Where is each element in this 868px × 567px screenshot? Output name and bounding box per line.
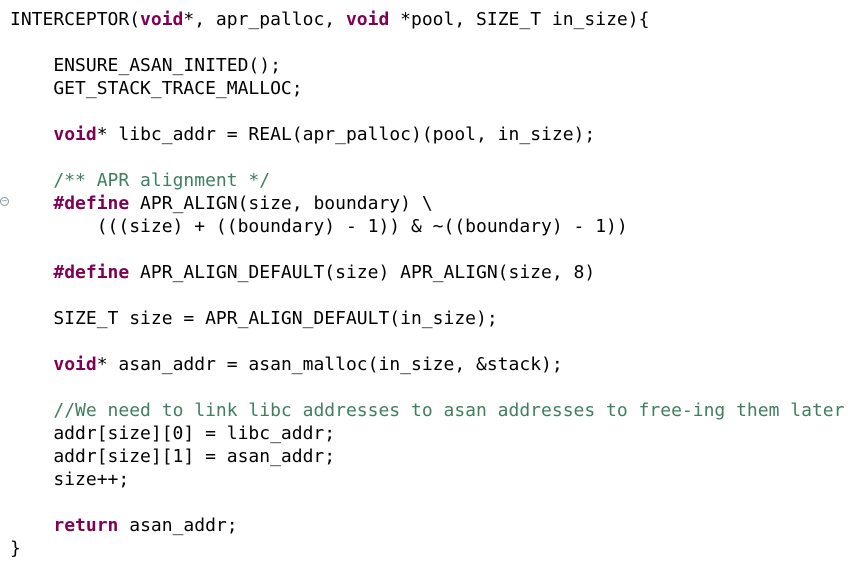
code-keyword: void xyxy=(53,124,97,145)
code-text: *pool, SIZE_T in_size){ xyxy=(389,9,650,30)
code-text: SIZE_T size = APR_ALIGN_DEFAULT(in_size)… xyxy=(10,308,498,329)
code-text: GET_STACK_TRACE_MALLOC; xyxy=(10,78,303,99)
code-text: (((size) + ((boundary) - 1)) & ~((bounda… xyxy=(10,216,628,237)
code-text: asan_addr; xyxy=(118,515,238,536)
fold-collapse-icon[interactable]: − xyxy=(0,197,9,206)
code-text: size++; xyxy=(10,469,130,490)
code-keyword: void xyxy=(53,354,97,375)
code-text: * libc_addr = REAL(apr_palloc)(pool, in_… xyxy=(96,124,596,145)
code-line: addr[size][1] = asan_addr; xyxy=(10,445,335,468)
code-text: ENSURE_ASAN_INITED(); xyxy=(10,55,281,76)
code-keyword: return xyxy=(53,515,119,536)
code-comment: /** APR alignment */ xyxy=(53,170,271,191)
code-comment: //We need to link libc addresses to asan… xyxy=(53,400,845,421)
code-text: * asan_addr = asan_malloc(in_size, &stac… xyxy=(96,354,563,375)
code-line: //We need to link libc addresses to asan… xyxy=(10,399,844,422)
code-line: GET_STACK_TRACE_MALLOC; xyxy=(10,77,303,100)
code-line: #define APR_ALIGN_DEFAULT(size) APR_ALIG… xyxy=(10,261,595,284)
code-keyword: void xyxy=(345,9,390,30)
code-line: /** APR alignment */ xyxy=(10,169,270,192)
code-text: addr[size][0] = libc_addr; xyxy=(10,423,336,444)
code-text xyxy=(10,515,53,536)
code-keyword: #define xyxy=(53,262,130,283)
code-line: return asan_addr; xyxy=(10,514,238,537)
code-keyword: void xyxy=(140,9,184,30)
code-text: addr[size][1] = asan_addr; xyxy=(10,446,336,467)
code-line: size++; xyxy=(10,468,129,491)
code-text: APR_ALIGN_DEFAULT(size) APR_ALIGN(size, … xyxy=(129,262,596,283)
code-line: SIZE_T size = APR_ALIGN_DEFAULT(in_size)… xyxy=(10,307,498,330)
code-line: (((size) + ((boundary) - 1)) & ~((bounda… xyxy=(10,215,628,238)
code-text: *, apr_palloc, xyxy=(183,9,346,30)
code-line: addr[size][0] = libc_addr; xyxy=(10,422,335,445)
code-text xyxy=(10,262,53,283)
code-line: ENSURE_ASAN_INITED(); xyxy=(10,54,281,77)
code-text xyxy=(10,193,53,214)
code-text: INTERCEPTOR( xyxy=(10,9,141,30)
code-line: } xyxy=(10,537,21,560)
code-keyword: #define xyxy=(53,193,130,214)
code-text xyxy=(10,354,53,375)
code-line: void* asan_addr = asan_malloc(in_size, &… xyxy=(10,353,563,376)
code-text xyxy=(10,400,53,421)
code-line: INTERCEPTOR(void*, apr_palloc, void *poo… xyxy=(10,8,649,31)
code-line: void* libc_addr = REAL(apr_palloc)(pool,… xyxy=(10,123,595,146)
code-text xyxy=(10,124,53,145)
code-line: #define APR_ALIGN(size, boundary) \ xyxy=(10,192,433,215)
code-text: } xyxy=(10,538,21,559)
code-text: APR_ALIGN(size, boundary) \ xyxy=(129,193,433,214)
code-text xyxy=(10,170,53,191)
